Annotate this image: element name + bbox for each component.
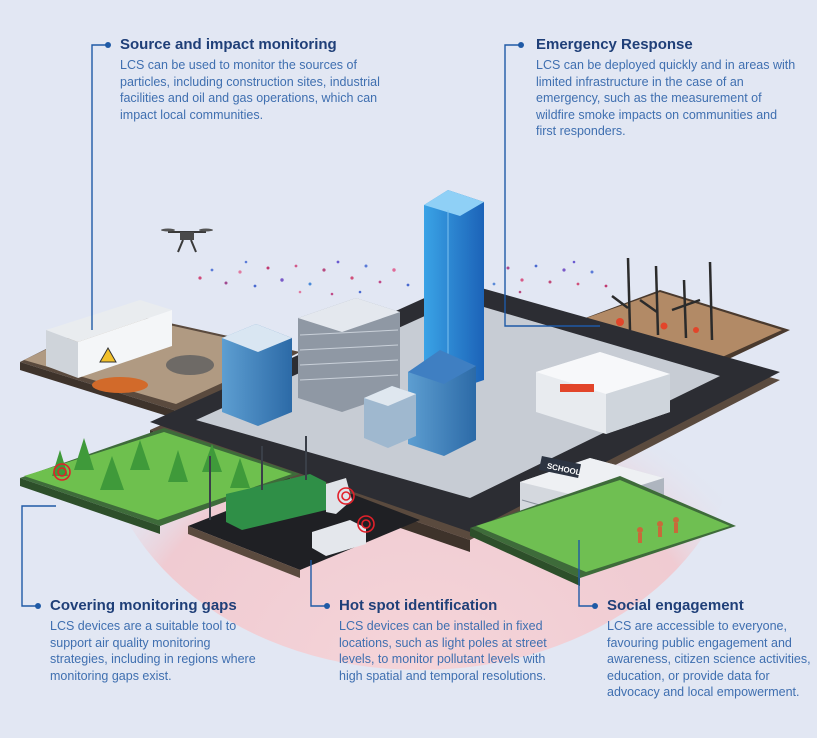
drone: [161, 228, 213, 253]
callout-emergency-response: Emergency Response LCS can be deployed q…: [536, 36, 798, 140]
particle-cloud: [198, 260, 608, 296]
light-poles: [209, 436, 307, 520]
shopping-mall: [536, 352, 670, 434]
park-platform: [20, 428, 300, 534]
callout-title: Source and impact monitoring: [120, 36, 337, 53]
callout-body: LCS devices can be installed in fixed lo…: [339, 619, 547, 683]
callout-body: LCS can be deployed quickly and in areas…: [536, 58, 796, 138]
callout-social-engagement: Social engagement LCS are accessible to …: [607, 597, 812, 701]
office-building-left: [222, 324, 292, 426]
children: [637, 517, 679, 543]
leader-lines: [21, 42, 600, 609]
fire-spots: [616, 318, 699, 333]
park-trees: [52, 438, 250, 490]
callout-body: LCS are accessible to everyone, favourin…: [607, 619, 811, 699]
callout-monitoring-gaps: Covering monitoring gaps LCS devices are…: [50, 597, 265, 684]
callout-source-impact: Source and impact monitoring LCS can be …: [120, 36, 380, 123]
callout-title: Emergency Response: [536, 36, 693, 53]
callout-body: LCS can be used to monitor the sources o…: [120, 58, 380, 122]
sensor-signals: [53, 463, 375, 533]
road-platform: [188, 478, 420, 578]
callout-title: Social engagement: [607, 597, 744, 614]
callout-body: LCS devices are a suitable tool to suppo…: [50, 619, 256, 683]
callout-title: Covering monitoring gaps: [50, 597, 237, 614]
playground-platform: [470, 476, 736, 586]
office-building-grey: [298, 298, 400, 412]
truck: [226, 474, 352, 530]
office-building-blue: [408, 350, 476, 456]
callout-title: Hot spot identification: [339, 597, 498, 614]
burnt-trees: [611, 257, 714, 341]
glass-tower: [424, 190, 484, 392]
callout-hot-spot: Hot spot identification LCS devices can …: [339, 597, 553, 684]
small-office: [364, 386, 416, 448]
car: [312, 520, 366, 556]
